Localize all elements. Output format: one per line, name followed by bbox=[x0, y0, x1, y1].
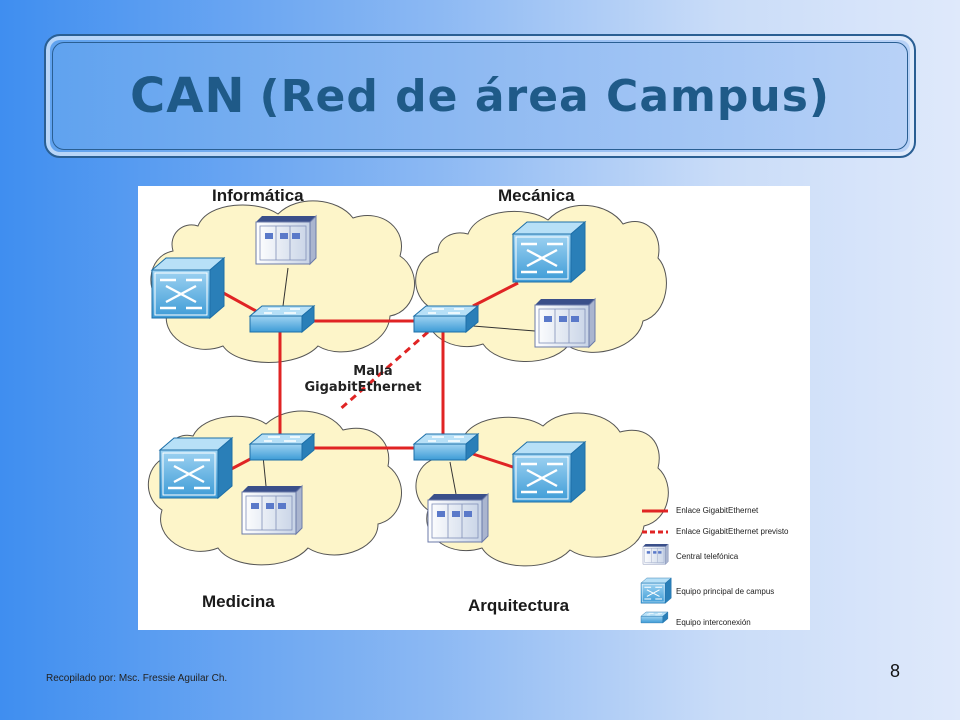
zone-label-medicina: Medicina bbox=[202, 592, 275, 611]
link-core-arquitectura bbox=[472, 452, 517, 470]
link-core-mecanica bbox=[472, 281, 519, 308]
cloud-mecanica bbox=[415, 205, 667, 362]
mesh-label-2: GigabitEthernet bbox=[304, 380, 421, 395]
legend-main-equipment-text: Equipo principal de campus bbox=[676, 587, 775, 596]
campus-network-diagram: Malla GigabitEthernet Informática Mecáni… bbox=[138, 186, 810, 630]
page-title: CAN (Red de área Campus) bbox=[46, 36, 914, 156]
title-box: CAN (Red de área Campus) bbox=[44, 34, 916, 158]
legend bbox=[640, 509, 672, 624]
phone-central-mecanica bbox=[534, 298, 596, 348]
core-switch-mecanica bbox=[511, 220, 587, 284]
phone-central-arquitectura bbox=[427, 493, 489, 543]
mesh-label-1: Malla bbox=[353, 364, 392, 379]
footer-credit: Recopilado por: Msc. Fressie Aguilar Ch. bbox=[46, 673, 228, 684]
legend-phone-text: Central telefónica bbox=[676, 552, 739, 561]
access-switch-informatica bbox=[249, 305, 315, 333]
legend-interconnect-text: Equipo interconexión bbox=[676, 618, 751, 627]
legend-link-text: Enlace GigabitEthernet bbox=[676, 506, 759, 515]
link-phone-arquitectura bbox=[449, 461, 457, 495]
core-switch-arquitectura bbox=[511, 440, 587, 504]
link-phone-mecanica bbox=[472, 325, 536, 332]
title-sub: (Red de área Campus) bbox=[259, 70, 831, 122]
core-switch-informatica bbox=[150, 256, 226, 320]
legend-phone-icon bbox=[642, 543, 669, 565]
phone-central-medicina bbox=[241, 485, 303, 535]
link-planned bbox=[337, 330, 429, 413]
zone-label-informatica: Informática bbox=[212, 186, 304, 205]
legend-interconnect-icon bbox=[640, 611, 669, 624]
page-number: 8 bbox=[890, 661, 901, 681]
legend-planned-text: Enlace GigabitEthernet previsto bbox=[676, 527, 789, 536]
diagram-canvas: Malla GigabitEthernet bbox=[147, 200, 672, 624]
title-main: CAN bbox=[129, 68, 246, 124]
link-phone-medicina bbox=[262, 455, 267, 487]
legend-main-equipment-icon bbox=[640, 577, 672, 604]
core-switch-medicina bbox=[158, 436, 234, 500]
access-switch-mecanica bbox=[413, 305, 479, 333]
phone-central-informatica bbox=[255, 215, 317, 265]
access-switch-medicina bbox=[249, 433, 315, 461]
zone-label-arquitectura: Arquitectura bbox=[468, 596, 570, 615]
link-phone-informatica bbox=[282, 267, 289, 307]
access-switch-arquitectura bbox=[413, 433, 479, 461]
zone-label-mecanica: Mecánica bbox=[498, 186, 575, 205]
